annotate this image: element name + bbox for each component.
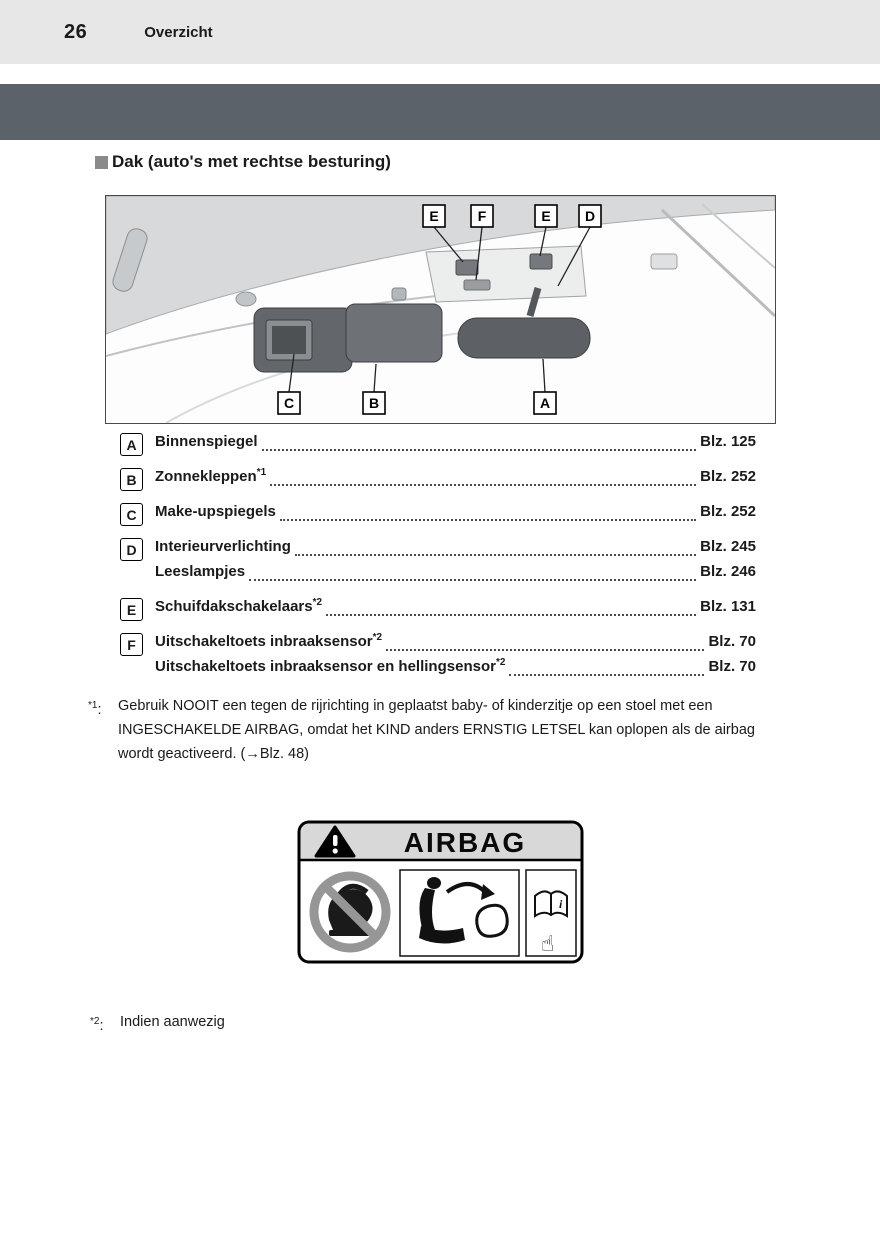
dotted-leader (386, 649, 705, 651)
legend-label: Binnenspiegel (155, 433, 258, 450)
legend-item-f: F Uitschakeltoets inbraaksensor*2 Blz. 7… (120, 632, 756, 682)
callout-letter: D (585, 208, 595, 224)
legend-item-e: E Schuifdakschakelaars*2 Blz. 131 (120, 597, 756, 622)
roof-illustration: E F E D C B A (105, 195, 777, 424)
svg-text:☝: ☝ (541, 932, 554, 957)
sunroof-switch-left (455, 259, 479, 276)
callout-letter: A (540, 395, 550, 411)
chapter-band (0, 84, 880, 140)
legend-label: Make-upspiegels (155, 503, 276, 520)
legend-letter-f: F (120, 633, 143, 656)
callout-lines (288, 226, 591, 393)
callout-box-b (362, 391, 386, 415)
callout-letter: F (478, 208, 487, 224)
callout-letter: E (429, 208, 438, 224)
legend-label: Zonnekleppen (155, 468, 257, 485)
callout-box-d (578, 204, 602, 228)
sunroof-switch-right (529, 253, 553, 270)
page-ref: Blz. 70 (708, 658, 756, 675)
svg-text:i: i (559, 897, 563, 911)
legend-item-b: B Zonnekleppen*1 Blz. 252 (120, 467, 756, 492)
page-ref: Blz. 252 (700, 468, 756, 485)
airbag-warning-label: AIRBAG i ☝ (297, 820, 584, 964)
dotted-leader (279, 519, 697, 521)
airbag-label-graphic: AIRBAG i ☝ (297, 820, 584, 964)
legend-label: Uitschakeltoets inbraaksensor (155, 633, 373, 650)
page-ref: Blz. 131 (700, 598, 756, 615)
legend-letter-d: D (120, 538, 143, 561)
callout-box-e2 (534, 204, 558, 228)
callout-letter: B (369, 395, 379, 411)
legend-letter-c: C (120, 503, 143, 526)
legend-letter-e: E (120, 598, 143, 621)
footnote-marker: *1 (88, 700, 98, 711)
footnote-2: *2: Indien aanwezig (90, 1010, 590, 1038)
legend-letter-a: A (120, 433, 143, 456)
read-manual-icon: i ☝ (525, 869, 577, 957)
callout-box-c (277, 391, 301, 415)
headliner (105, 195, 776, 335)
page-ref: Blz. 70 (708, 633, 756, 650)
legend-list: A Binnenspiegel Blz. 125 B Zonnekleppen*… (120, 432, 756, 692)
seat-airbag-icon (399, 869, 520, 957)
callout-box-a (533, 391, 557, 415)
sensor-switch (463, 279, 491, 291)
footnote-marker: *2 (90, 1016, 100, 1027)
dotted-leader (509, 674, 705, 676)
callout-letter: E (541, 208, 550, 224)
dotted-leader (249, 579, 697, 581)
dotted-leader (261, 449, 697, 451)
grab-handle (112, 228, 148, 292)
page-ref: Blz. 252 (700, 503, 756, 520)
page-ref: Blz. 246 (700, 563, 756, 580)
callout-letter: C (284, 395, 294, 411)
legend-label: Uitschakeltoets inbraaksensor en helling… (155, 658, 496, 675)
page-number: 26 (64, 20, 88, 43)
footnote-1: *1: Gebruik NOOIT een tegen de rijrichti… (88, 694, 780, 766)
section-title: Dak (auto's met rechtse besturing) (112, 152, 391, 171)
page-ref: Blz. 245 (700, 538, 756, 555)
dotted-leader (270, 484, 697, 486)
legend-label: Schuifdakschakelaars (155, 598, 313, 615)
legend-letter-b: B (120, 468, 143, 491)
chapter-title: Overzicht (144, 23, 213, 41)
legend-item-c: C Make-upspiegels Blz. 252 (120, 502, 756, 527)
section-heading: Dak (auto's met rechtse besturing) (95, 152, 391, 172)
rearview-mirror (457, 317, 591, 359)
legend-label: Interieurverlichting (155, 538, 291, 555)
legend-item-a: A Binnenspiegel Blz. 125 (120, 432, 756, 457)
footnote-text: Indien aanwezig (120, 1014, 225, 1030)
section-bullet-icon (95, 155, 108, 169)
legend-item-d: D Interieurverlichting Blz. 245 Leeslamp… (120, 537, 756, 587)
dotted-leader (294, 554, 697, 556)
page-header: 26 Overzicht (0, 0, 880, 64)
sun-visor-right (345, 303, 443, 363)
page-ref: Blz. 125 (700, 433, 756, 450)
roof-figure: E F E D C B A (105, 195, 777, 424)
airbag-title: AIRBAG (404, 827, 526, 858)
footnote-text: Gebruik NOOIT een tegen de rijrichting i… (118, 698, 755, 762)
callout-box-f (470, 204, 494, 228)
dotted-leader (326, 614, 697, 616)
legend-label: Leeslampjes (155, 563, 246, 580)
overhead-console (425, 245, 587, 303)
callout-box-e1 (422, 204, 446, 228)
prohibition-childseat-icon (309, 871, 391, 953)
